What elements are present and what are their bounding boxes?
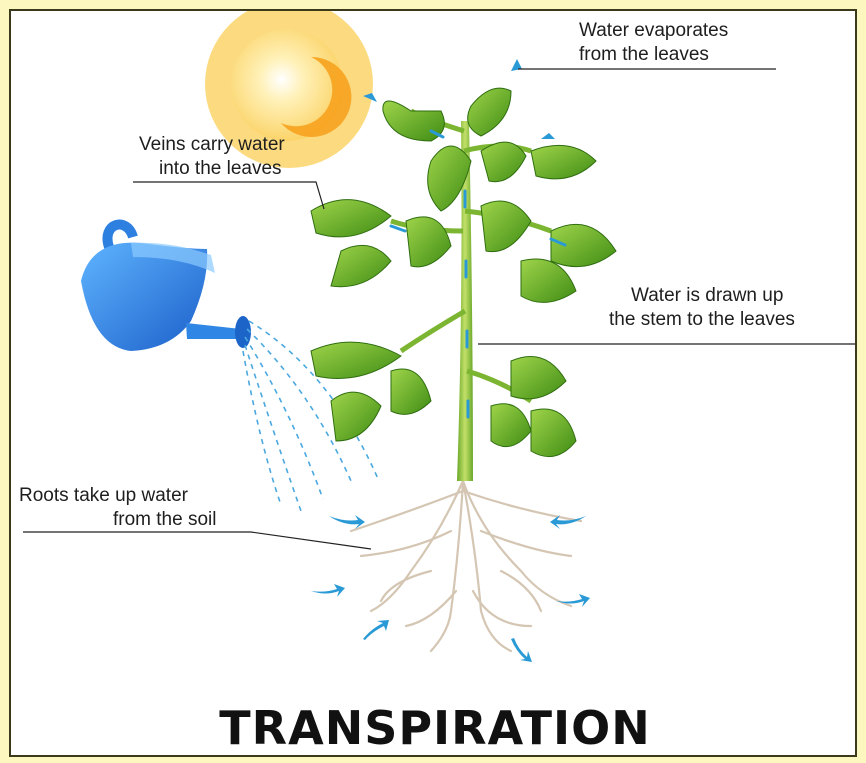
watering-can-icon [81,225,251,351]
label-evaporate-line2: from the leaves [579,43,728,67]
label-roots-line2: from the soil [19,508,216,532]
transpiration-illustration [11,11,857,757]
label-veins: Veins carry water into the leaves [139,133,285,181]
label-evaporate-line1: Water evaporates [579,19,728,43]
plant-icon [311,88,616,481]
label-roots: Roots take up water from the soil [19,484,216,532]
diagram-panel: Water evaporates from the leaves Veins c… [9,9,857,757]
label-roots-line1: Roots take up water [19,484,216,508]
label-evaporate: Water evaporates from the leaves [579,19,728,67]
label-veins-line2: into the leaves [139,157,285,181]
label-veins-line1: Veins carry water [139,133,285,157]
label-stem: Water is drawn up the stem to the leaves [631,284,795,332]
diagram-title: TRANSPIRATION [11,701,857,755]
label-stem-line2: the stem to the leaves [609,308,795,332]
label-stem-line1: Water is drawn up [631,284,795,308]
